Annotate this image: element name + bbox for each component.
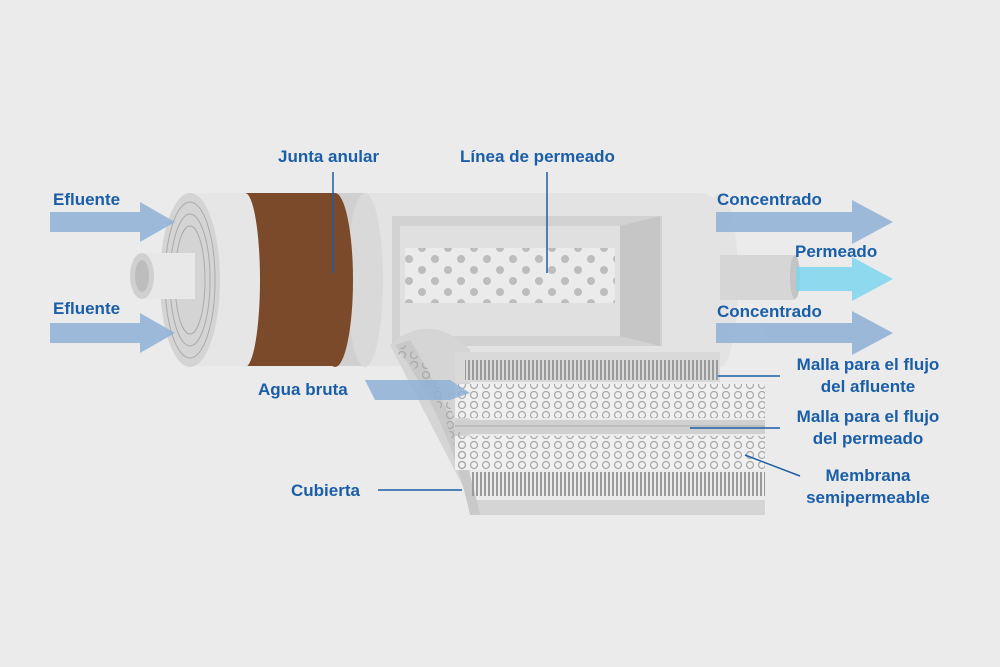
tube-body (340, 193, 800, 367)
concentrado-arrow-top (716, 200, 893, 244)
flow-arrows (50, 200, 893, 400)
label-agua-bruta: Agua bruta (258, 380, 348, 399)
label-malla-permeado-line1: Malla para el flujo (796, 407, 940, 426)
label-junta-anular: Junta anular (278, 147, 380, 166)
label-membrana: Membrana semipermeable (783, 465, 953, 509)
outlet-pipe (720, 255, 795, 300)
label-membrana-line1: Membrana (825, 466, 911, 485)
label-permeado: Permeado (795, 242, 878, 261)
label-malla-permeado-line2: del permeado (812, 429, 924, 448)
label-malla-afluente-line1: Malla para el flujo (796, 355, 940, 374)
label-malla-permeado: Malla para el flujo del permeado (783, 406, 953, 450)
label-efluente-bottom: Efluente (53, 299, 121, 318)
label-concentrado-bottom: Concentrado (717, 302, 822, 321)
label-concentrado-top: Concentrado (717, 190, 822, 209)
agua-bruta-arrow (365, 380, 470, 400)
end-cap (130, 193, 383, 367)
label-malla-afluente: Malla para el flujo del afluente (783, 354, 953, 398)
concentrado-arrow-bottom (716, 311, 893, 355)
label-cubierta: Cubierta (291, 481, 360, 500)
label-membrana-line2: semipermeable (806, 488, 930, 507)
efluente-arrow-top (50, 202, 175, 242)
label-linea-permeado: Línea de permeado (460, 147, 615, 166)
membrane-layers (390, 328, 765, 515)
permeado-arrow (796, 257, 893, 301)
label-malla-afluente-line2: del afluente (820, 377, 916, 396)
efluente-arrow-bottom (50, 313, 175, 353)
leader-lines (332, 172, 801, 491)
label-efluente-top: Efluente (53, 190, 121, 209)
